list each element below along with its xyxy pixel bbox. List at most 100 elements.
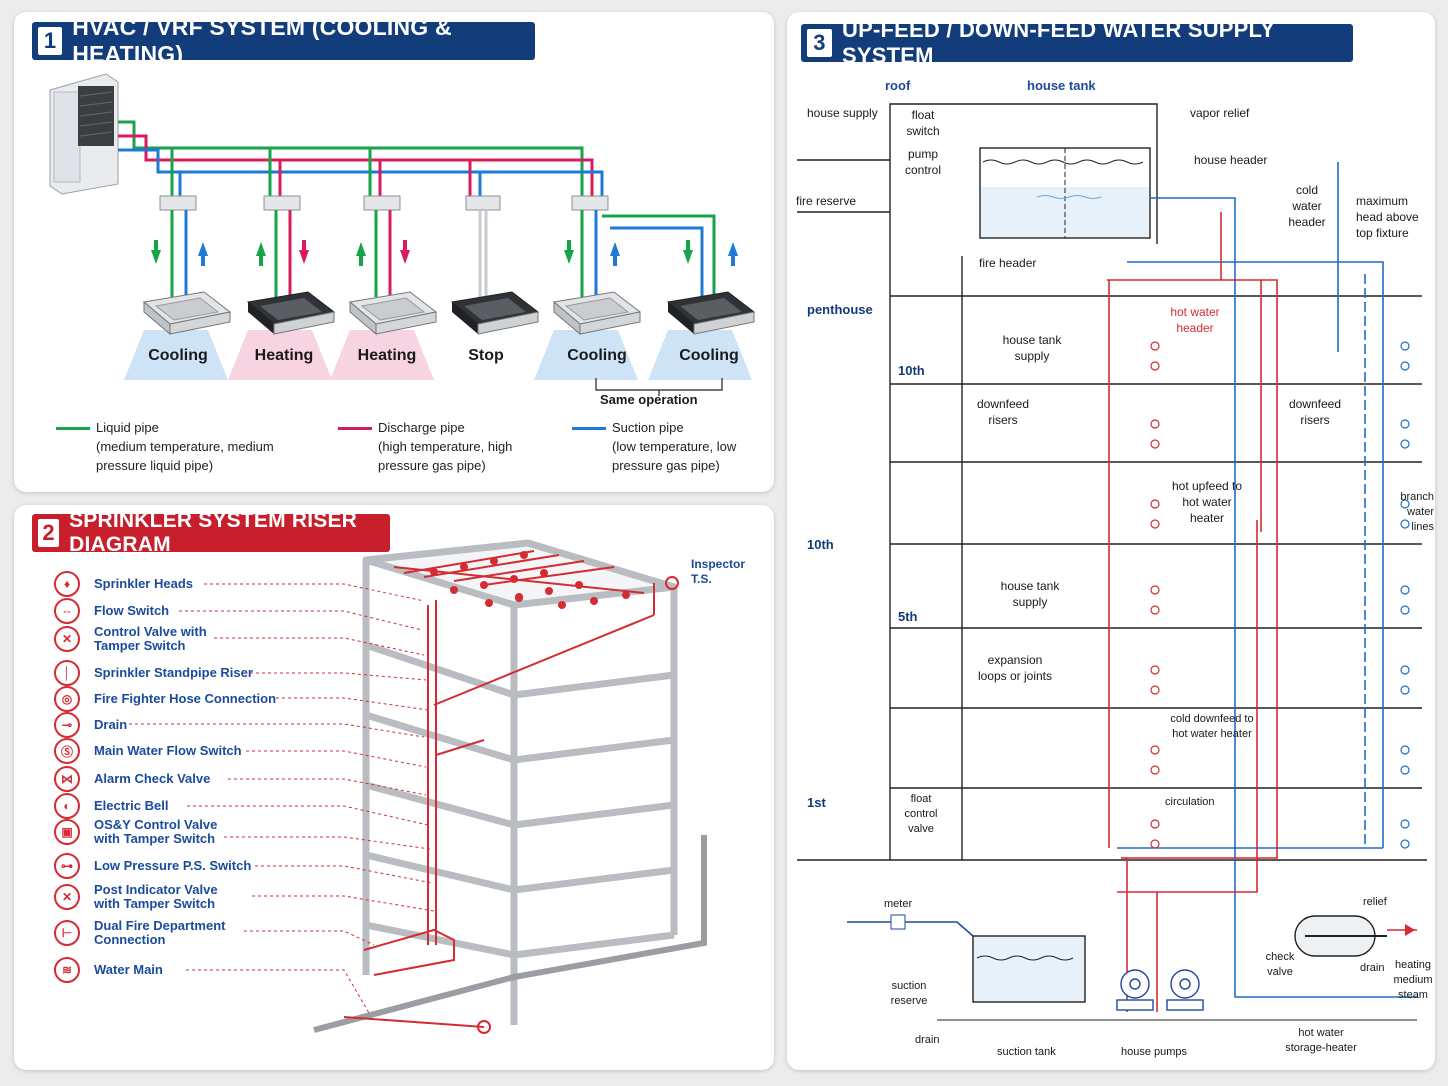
mode-label-2: Heating bbox=[254, 347, 314, 364]
label-max-head: maximum head above top fixture bbox=[1356, 194, 1419, 240]
label-heating-medium: heating medium steam bbox=[1393, 959, 1433, 1001]
hot-water-lines bbox=[1107, 212, 1417, 1012]
hvac-main-pipes bbox=[118, 120, 716, 302]
indoor-cassettes bbox=[142, 291, 756, 336]
sprinkler-item-9: ◐Electric Bell bbox=[54, 793, 168, 819]
sprinkler-item-2: ⇔Flow Switch bbox=[54, 598, 169, 624]
cold-water-lines bbox=[1117, 162, 1417, 998]
label-float-control-valve: float control valve bbox=[904, 793, 938, 835]
label-expansion-loops: expansion loops or joints bbox=[977, 653, 1053, 683]
mode-label-4: Stop bbox=[468, 347, 504, 364]
hvac-title: HVAC / VRF SYSTEM (COOLING & HEATING) bbox=[72, 14, 452, 67]
sprinkler-number: 2 bbox=[38, 519, 60, 547]
building-frame bbox=[362, 539, 678, 1025]
sprinkler-item-13: ⊢Dual Fire Department Connection bbox=[54, 919, 234, 947]
branch-selector-boxes bbox=[159, 195, 609, 211]
label-floor-5th: 5th bbox=[898, 609, 918, 624]
underground-main bbox=[313, 835, 707, 1033]
hvac-title-banner: 1 HVAC / VRF SYSTEM (COOLING & HEATING) bbox=[32, 14, 535, 67]
air-glows bbox=[124, 330, 752, 380]
label-suction-tank: suction tank bbox=[997, 1046, 1056, 1058]
leader-lines bbox=[129, 583, 435, 1014]
sprinkler-item-8: ⋈Alarm Check Valve bbox=[54, 766, 210, 792]
label-floor-10th-a: 10th bbox=[898, 363, 925, 378]
sprinkler-head-icon: ♦ bbox=[54, 571, 80, 597]
pressure-switch-icon: ⊶ bbox=[54, 853, 80, 879]
label-house-tank: house tank bbox=[1027, 78, 1096, 93]
mode-label-6: Cooling bbox=[679, 347, 739, 364]
legend-liquid: Liquid pipe (medium temperature, medium … bbox=[96, 420, 274, 473]
sprinkler-diagram bbox=[129, 539, 707, 1034]
sprinkler-title-banner: 2 SPRINKLER SYSTEM RISER DIAGRAM bbox=[32, 509, 390, 556]
legend-suction-swatch bbox=[572, 427, 606, 430]
label-fire-reserve: fire reserve bbox=[796, 194, 857, 208]
outdoor-unit bbox=[49, 73, 119, 195]
control-valve-icon: ✕ bbox=[54, 626, 80, 652]
label-downfeed-risers-right: downfeed risers bbox=[1288, 397, 1342, 427]
label-check-valve: check valve bbox=[1265, 951, 1295, 978]
water-supply-panel: 3 UP-FEED / DOWN-FEED WATER SUPPLY SYSTE… bbox=[787, 12, 1435, 1070]
flow-switch-icon: ⇔ bbox=[54, 598, 80, 624]
label-fire-header: fire header bbox=[979, 256, 1037, 270]
label-meter: meter bbox=[884, 898, 913, 910]
hot-water-storage-heater bbox=[1294, 915, 1415, 957]
sprinkler-item-14: ≋Water Main bbox=[54, 957, 163, 983]
water-number: 3 bbox=[807, 29, 833, 57]
legend-suction: Suction pipe (low temperature, low press… bbox=[612, 420, 737, 473]
cold-fixtures bbox=[1400, 341, 1410, 849]
same-operation-label: Same operation bbox=[600, 392, 698, 407]
mode-label-3: Heating bbox=[357, 347, 417, 364]
alarm-check-valve-icon: ⋈ bbox=[54, 766, 80, 792]
label-vapor-relief: vapor relief bbox=[1190, 106, 1250, 120]
house-tank bbox=[979, 147, 1151, 239]
inspector-ts-label: Inspector T.S. bbox=[691, 557, 746, 586]
sprinkler-title: SPRINKLER SYSTEM RISER DIAGRAM bbox=[69, 509, 358, 556]
sprinkler-item-1: ♦Sprinkler Heads bbox=[54, 571, 193, 597]
label-drain-2: drain bbox=[915, 1034, 940, 1046]
label-pump-control: pump control bbox=[904, 147, 942, 177]
hvac-panel: 1 HVAC / VRF SYSTEM (COOLING & HEATING) bbox=[14, 12, 774, 492]
label-downfeed-risers-left: downfeed risers bbox=[976, 397, 1030, 427]
label-penthouse: penthouse bbox=[807, 302, 873, 317]
label-house-tank-supply-1: house tank supply bbox=[1002, 333, 1062, 363]
house-pumps bbox=[1116, 969, 1204, 1011]
building-outline bbox=[797, 103, 1427, 861]
standpipe-icon: │ bbox=[54, 660, 80, 686]
sprinkler-heads bbox=[430, 551, 679, 1034]
label-house-header: house header bbox=[1194, 153, 1268, 167]
label-floor-1st: 1st bbox=[807, 795, 826, 810]
sprinkler-item-3: ✕Control Valve with Tamper Switch bbox=[54, 625, 224, 653]
osy-valve-icon: ▣ bbox=[54, 819, 80, 845]
drain-icon: ⊸ bbox=[54, 712, 80, 738]
water-main-icon: ≋ bbox=[54, 957, 80, 983]
water-title-banner: 3 UP-FEED / DOWN-FEED WATER SUPPLY SYSTE… bbox=[801, 17, 1353, 68]
sprinkler-item-11: ⊶Low Pressure P.S. Switch bbox=[54, 853, 251, 879]
label-circulation: circulation bbox=[1165, 796, 1215, 808]
sprinkler-item-10: ▣OS&Y Control Valve with Tamper Switch bbox=[54, 818, 234, 846]
hvac-number: 1 bbox=[38, 27, 63, 55]
label-cold-downfeed: cold downfeed to hot water heater bbox=[1170, 713, 1254, 740]
label-suction-reserve: suction reserve bbox=[890, 980, 928, 1007]
label-cold-water-header: cold water header bbox=[1288, 183, 1326, 229]
water-title: UP-FEED / DOWN-FEED WATER SUPPLY SYSTEM bbox=[842, 17, 1275, 68]
label-float-switch: float switch bbox=[906, 108, 940, 138]
bell-icon: ◐ bbox=[54, 793, 80, 819]
suction-tank bbox=[847, 914, 1417, 1021]
sprinkler-item-6: ⊸Drain bbox=[54, 712, 127, 738]
fire-dept-connection-icon: ⊢ bbox=[54, 920, 80, 946]
sprinkler-item-12: ✕Post Indicator Valve with Tamper Switch bbox=[54, 883, 234, 911]
legend-discharge-swatch bbox=[338, 427, 372, 430]
label-hot-upfeed: hot upfeed to hot water heater bbox=[1171, 479, 1243, 525]
legend-discharge: Discharge pipe (high temperature, high p… bbox=[378, 420, 513, 473]
label-hot-water-storage: hot water storage-heater bbox=[1285, 1027, 1357, 1054]
label-branch-water-lines: branch water lines bbox=[1400, 491, 1434, 533]
label-house-tank-supply-2: house tank supply bbox=[1000, 579, 1060, 609]
sprinkler-item-4: │Sprinkler Standpipe Riser bbox=[54, 660, 253, 686]
label-house-supply: house supply bbox=[807, 106, 878, 120]
label-floor-10th-b: 10th bbox=[807, 537, 834, 552]
legend-liquid-swatch bbox=[56, 427, 90, 430]
label-hot-water-header: hot water header bbox=[1170, 305, 1220, 335]
label-drain-1: drain bbox=[1360, 962, 1385, 974]
sprinkler-item-5: ◎Fire Fighter Hose Connection bbox=[54, 686, 276, 712]
